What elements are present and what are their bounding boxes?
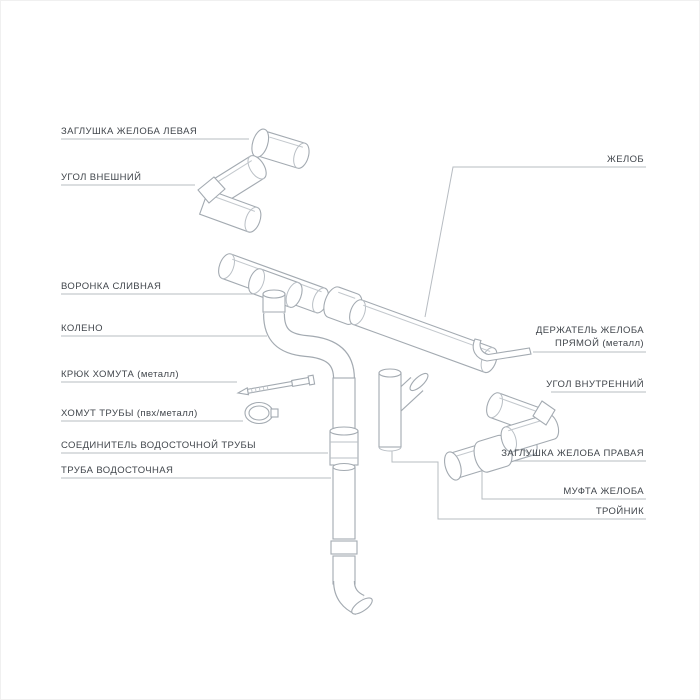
- part-downpipe: [329, 377, 373, 616]
- label-elbow: КОЛЕНО: [61, 323, 103, 334]
- part-gutter-bracket: [472, 338, 532, 362]
- label-gutter: ЖЕЛОБ: [607, 154, 644, 165]
- label-downpipe-connector: СОЕДИНИТЕЛЬ ВОДОСТОЧНОЙ ТРУБЫ: [61, 440, 256, 451]
- part-inner-corner: [486, 392, 560, 453]
- label-outer-corner: УГОЛ ВНЕШНИЙ: [61, 172, 142, 183]
- label-drain-funnel: ВОРОНКА СЛИВНАЯ: [61, 281, 162, 292]
- part-pipe-clamp: [244, 401, 279, 425]
- part-end-cap-left: [251, 128, 310, 169]
- part-gutter-section-2: [349, 299, 498, 374]
- label-tee: ТРОЙНИК: [595, 506, 644, 517]
- label-clamp-hook: КРЮК ХОМУТА (металл): [61, 369, 179, 380]
- label-inner-corner: УГОЛ ВНУТРЕННИЙ: [546, 379, 644, 390]
- part-elbow: [263, 313, 355, 380]
- label-gutter-end-cap-left: ЗАГЛУШКА ЖЕЛОБА ЛЕВАЯ: [61, 126, 198, 137]
- label-downpipe: ТРУБА ВОДОСТОЧНАЯ: [61, 465, 174, 476]
- part-funnel: [248, 268, 303, 317]
- label-pipe-clamp: ХОМУТ ТРУБЫ (пвх/металл): [61, 408, 198, 419]
- leader-lines: [61, 138, 646, 520]
- part-downpipe-connector: [329, 426, 359, 466]
- label-gutter-end-cap-right: ЗАГЛУШКА ЖЕЛОБА ПРАВАЯ: [501, 448, 644, 459]
- part-clamp-hook: [236, 374, 316, 396]
- part-tee: [378, 368, 429, 452]
- label-gutter-coupling: МУФТА ЖЕЛОБА: [563, 486, 644, 497]
- part-outer-corner: [197, 155, 267, 233]
- part-end-cap-right: [444, 451, 462, 481]
- label-gutter-bracket: ДЕРЖАТЕЛЬ ЖЕЛОБА ПРЯМОЙ (металл): [535, 325, 644, 349]
- part-outlet-bend: [333, 580, 373, 616]
